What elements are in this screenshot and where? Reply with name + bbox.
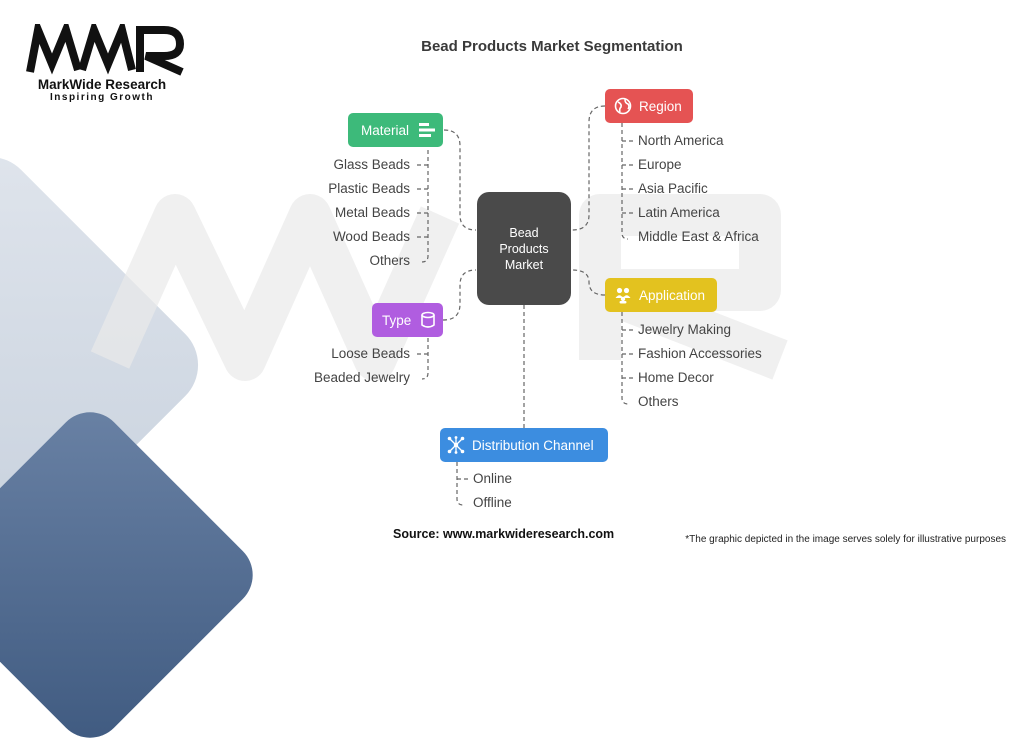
center-line-2: Products	[499, 241, 549, 256]
people-icon	[615, 287, 631, 304]
disclaimer-note: *The graphic depicted in the image serve…	[685, 534, 1006, 545]
distribution-label: Distribution Channel	[472, 437, 594, 453]
cylinder-icon	[421, 311, 436, 328]
company-name: MarkWide Research	[37, 77, 167, 92]
application-item: Home Decor	[638, 370, 714, 385]
application-item: Jewelry Making	[638, 322, 732, 337]
type-label: Type	[382, 312, 412, 328]
type-item: Beaded Jewelry	[313, 370, 410, 385]
center-line-3: Market	[504, 257, 544, 272]
region-item: Middle East & Africa	[638, 229, 759, 244]
network-icon	[447, 436, 465, 454]
diagram-title: Bead Products Market Segmentation	[421, 38, 683, 55]
region-item: Europe	[638, 157, 682, 172]
distribution-node: Distribution Channel	[440, 428, 608, 462]
material-item: Plastic Beads	[328, 181, 410, 196]
company-logo-icon	[26, 24, 185, 76]
region-item: Latin America	[638, 205, 720, 220]
material-item: Others	[369, 253, 410, 268]
type-node: Type	[372, 303, 443, 337]
application-item: Fashion Accessories	[638, 346, 762, 361]
material-node: Material	[348, 113, 443, 147]
region-item: Asia Pacific	[638, 181, 708, 196]
list-bars-icon	[419, 123, 436, 137]
region-label: Region	[639, 98, 682, 114]
material-item: Wood Beads	[332, 229, 410, 244]
application-node: Application	[605, 278, 717, 312]
center-node: Bead Products Market	[477, 192, 571, 305]
material-item: Glass Beads	[333, 157, 410, 172]
connector-lines	[417, 105, 633, 506]
center-line-1: Bead	[509, 225, 539, 240]
material-label: Material	[361, 122, 410, 138]
source-credit: Source: www.markwideresearch.com	[393, 527, 615, 541]
material-item: Metal Beads	[334, 205, 410, 220]
company-tagline: Inspiring Growth	[50, 92, 154, 103]
region-node: Region	[605, 89, 693, 123]
application-item: Others	[638, 394, 679, 409]
globe-icon	[614, 97, 632, 115]
distribution-item: Offline	[473, 495, 512, 510]
distribution-item: Online	[473, 471, 513, 486]
application-label: Application	[639, 287, 706, 303]
type-item: Loose Beads	[331, 346, 410, 361]
region-item: North America	[638, 133, 724, 148]
